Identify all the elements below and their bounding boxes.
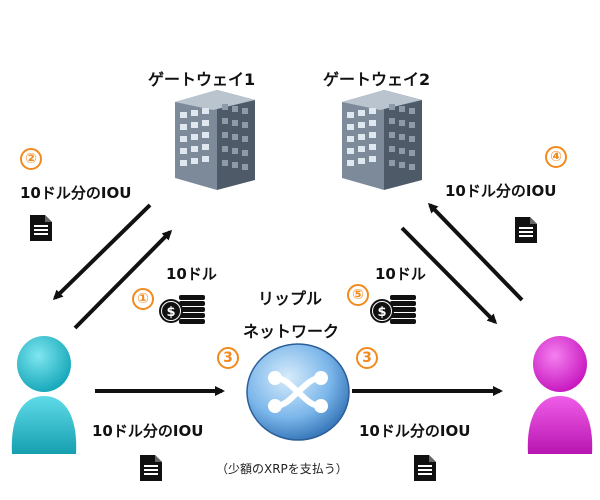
iou-label-bottom-right: 10ドル分のIOU bbox=[359, 422, 471, 440]
gateway1-label: ゲートウェイ1 bbox=[148, 70, 256, 89]
step-3-marker-left: 3 bbox=[217, 347, 239, 369]
gateway2-label: ゲートウェイ2 bbox=[323, 70, 431, 89]
arrow-gateway1-to-user-left bbox=[52, 203, 152, 301]
iou-label-top-left: 10ドル分のIOU bbox=[20, 184, 132, 202]
arrow-user-right-to-gateway2 bbox=[427, 202, 524, 302]
step-3-marker-right: 3 bbox=[356, 347, 378, 369]
svg-text:$: $ bbox=[377, 305, 386, 320]
step-5-marker: ⑤ bbox=[347, 284, 369, 306]
iou-label-top-right: 10ドル分のIOU bbox=[445, 182, 557, 200]
office-building-icon bbox=[342, 90, 422, 190]
network-label-line1: リップル bbox=[258, 289, 323, 308]
step-1-marker: ① bbox=[132, 288, 154, 310]
coin-stack-icon: $ bbox=[370, 295, 416, 324]
fee-note: （少額のXRPを支払う） bbox=[216, 462, 348, 476]
document-icon bbox=[30, 215, 52, 241]
dollar-label-left: 10ドル bbox=[166, 265, 217, 283]
dollar-label-right: 10ドル bbox=[375, 265, 426, 283]
user-icon-cyan bbox=[11, 336, 77, 454]
svg-text:$: $ bbox=[166, 305, 175, 320]
ripple-logo-icon bbox=[246, 343, 350, 441]
network-label-line2: ネットワーク bbox=[243, 322, 340, 341]
arrow-user-left-to-gateway1 bbox=[73, 229, 173, 330]
coin-stack-icon: $ bbox=[159, 295, 205, 324]
step-4-marker: ④ bbox=[545, 146, 567, 168]
user-icon-magenta bbox=[527, 336, 593, 454]
office-building-icon bbox=[175, 90, 255, 190]
step-2-marker: ② bbox=[20, 148, 42, 170]
document-icon bbox=[414, 455, 436, 481]
arrow-gateway2-to-user-right bbox=[400, 226, 498, 325]
document-icon bbox=[515, 217, 537, 243]
iou-label-bottom-left: 10ドル分のIOU bbox=[92, 422, 204, 440]
document-icon bbox=[140, 455, 162, 481]
